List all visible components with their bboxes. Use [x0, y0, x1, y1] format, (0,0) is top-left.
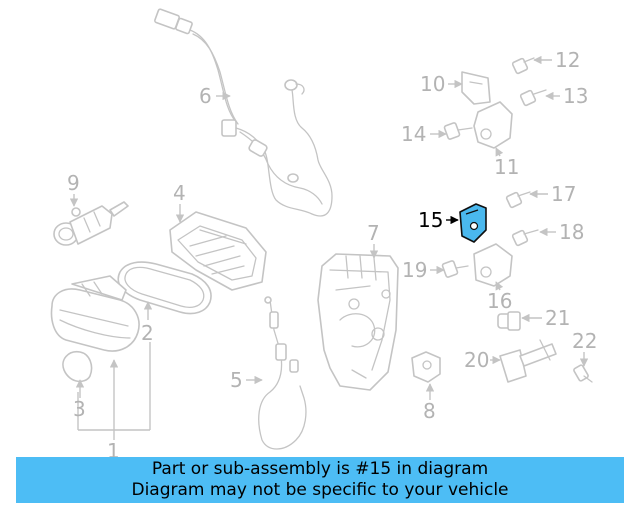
callout-18: 18 — [559, 220, 584, 244]
callout-22: 22 — [572, 329, 597, 353]
callout-14: 14 — [401, 122, 426, 146]
info-banner: Part or sub-assembly is #15 in diagram D… — [16, 457, 624, 503]
callout-6: 6 — [199, 84, 212, 108]
part-7-door-latch — [317, 253, 399, 391]
callout-labels: 1 2 3 4 5 6 7 8 9 10 11 12 13 14 15 16 1… — [67, 48, 597, 463]
part-10-hinge-upper — [461, 71, 491, 105]
callout-17: 17 — [551, 182, 576, 206]
part-11-hinge-lower — [473, 101, 513, 149]
banner-line-disclaimer: Diagram may not be specific to your vehi… — [131, 480, 509, 500]
part-12-bolt — [511, 57, 535, 75]
callout-16: 16 — [487, 289, 512, 313]
part-16-hinge-bracket — [473, 243, 513, 287]
part-17-bolt — [505, 191, 531, 209]
callout-21: 21 — [545, 306, 570, 330]
callout-12: 12 — [555, 48, 580, 72]
callout-4: 4 — [173, 181, 186, 205]
part-3-end-cap — [62, 350, 93, 383]
part-6-wire-harness — [154, 8, 333, 217]
callout-11: 11 — [494, 155, 519, 179]
callout-20: 20 — [464, 348, 489, 372]
banner-line-part-number: Part or sub-assembly is #15 in diagram — [151, 459, 489, 479]
part-21-bolt — [497, 311, 521, 331]
callout-8: 8 — [423, 399, 436, 423]
part-1-outer-handle — [50, 275, 140, 352]
callout-9: 9 — [67, 171, 80, 195]
callout-10: 10 — [420, 72, 445, 96]
part-13-bolt — [519, 89, 547, 107]
part-14-bolt — [443, 122, 473, 140]
callout-13: 13 — [563, 84, 588, 108]
part-22-bolt — [573, 364, 593, 383]
leaders — [69, 55, 589, 440]
part-19-bolt — [441, 260, 469, 278]
part-4-inner-handle — [169, 211, 267, 291]
callout-19: 19 — [402, 258, 427, 282]
callout-3: 3 — [73, 397, 86, 421]
callout-5: 5 — [230, 368, 243, 392]
callout-15-highlighted: 15 — [418, 208, 443, 232]
part-18-bolt — [511, 229, 539, 247]
part-15-striker-highlighted — [459, 203, 487, 243]
part-2-gasket — [117, 261, 212, 315]
part-20-check-strap — [499, 339, 557, 383]
part-8-latch-plate — [411, 351, 441, 383]
part-5-release-cable — [258, 296, 307, 450]
callout-7: 7 — [367, 221, 380, 245]
callout-2: 2 — [141, 321, 154, 345]
part-9-lock-cylinder — [53, 201, 129, 246]
